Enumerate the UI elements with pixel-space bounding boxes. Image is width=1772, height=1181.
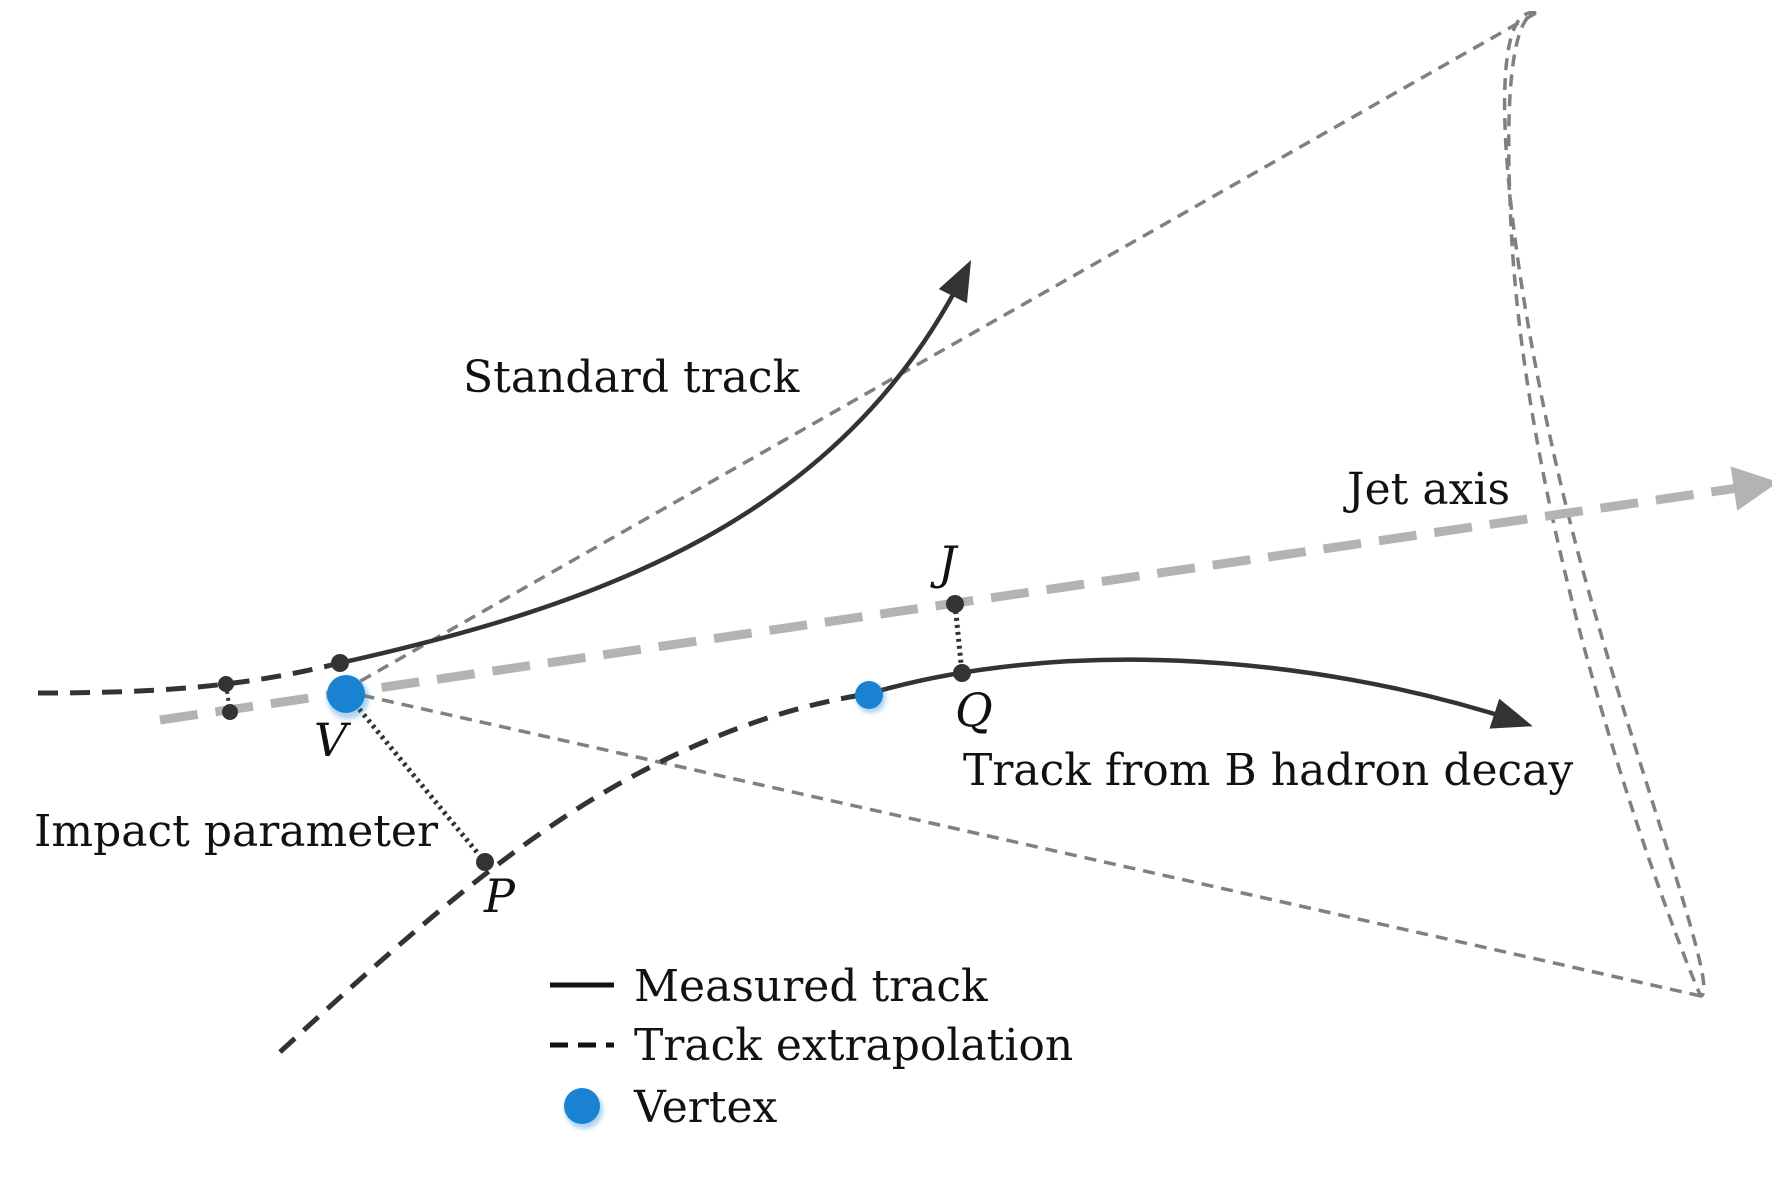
cone-lower-edge bbox=[342, 689, 1702, 998]
vertices bbox=[327, 675, 886, 719]
b-track-label-text: Track from B hadron decay bbox=[963, 745, 1573, 796]
jet-cone bbox=[342, 11, 1706, 998]
point-q-label: Q bbox=[955, 683, 993, 737]
cone-ellipse bbox=[1502, 11, 1706, 998]
point-standard-track-start bbox=[331, 654, 349, 672]
point-left-lower bbox=[222, 704, 238, 720]
track-points bbox=[218, 595, 971, 871]
legend-extrapolation-label: Track extrapolation bbox=[634, 1020, 1073, 1071]
point-p-label: P bbox=[483, 869, 516, 923]
point-j bbox=[946, 595, 964, 613]
b-track-label: Track from B hadron decay bbox=[963, 745, 1573, 796]
standard-track-extrapolation bbox=[37, 660, 341, 696]
point-v-label: V bbox=[314, 713, 352, 767]
b-track-measured bbox=[867, 657, 1533, 729]
secondary-vertex bbox=[855, 681, 883, 709]
point-j-label: J bbox=[930, 536, 959, 590]
legend-measured-label: Measured track bbox=[634, 961, 988, 1012]
impact-parameter-label: Impact parameter bbox=[34, 806, 439, 857]
standard-track-measured bbox=[339, 259, 972, 666]
standard-track-label: Standard track bbox=[463, 352, 800, 403]
jq-distance-line bbox=[952, 603, 965, 674]
point-p bbox=[476, 853, 494, 871]
primary-vertex bbox=[327, 675, 365, 713]
cone-upper-edge bbox=[342, 11, 1537, 693]
point-left-upper bbox=[218, 676, 234, 692]
legend-vertex-swatch bbox=[564, 1088, 600, 1124]
legend-vertex-label: Vertex bbox=[633, 1082, 778, 1133]
legend: Measured track Track extrapolation Verte… bbox=[550, 961, 1073, 1133]
point-q bbox=[953, 664, 971, 682]
jet-axis-label: Jet axis bbox=[1343, 464, 1510, 515]
impact-parameter-line bbox=[344, 691, 487, 864]
b-track-extrapolation bbox=[278, 691, 869, 1054]
